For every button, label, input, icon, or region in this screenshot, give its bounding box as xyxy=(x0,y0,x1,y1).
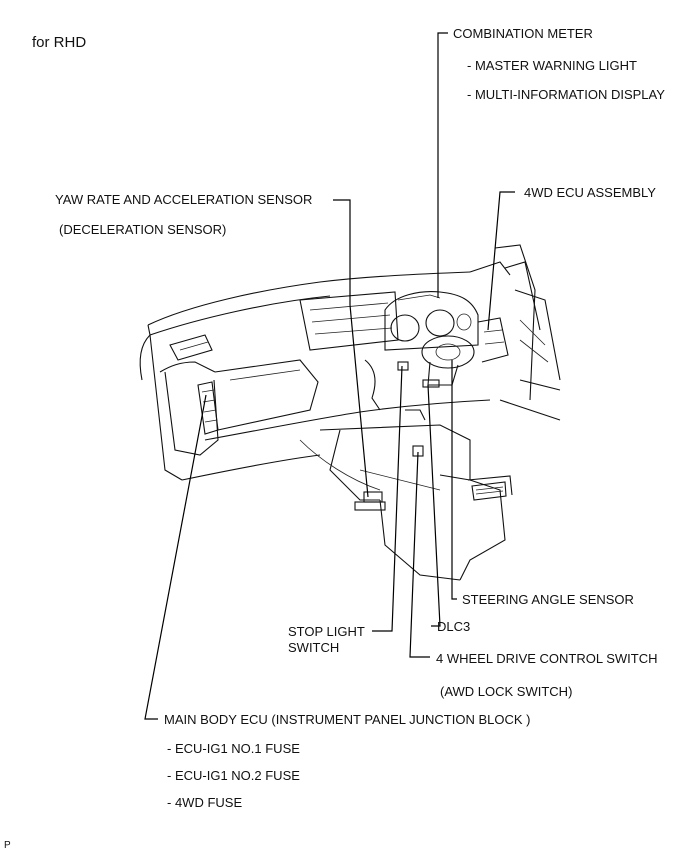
label-ecu-ig1-no2-fuse: - ECU-IG1 NO.2 FUSE xyxy=(167,768,300,783)
label-stop-light-switch-line1: STOP LIGHT xyxy=(288,624,365,639)
label-steering-angle-sensor: STEERING ANGLE SENSOR xyxy=(462,592,634,607)
leader-lines xyxy=(144,32,515,720)
label-ecu-ig1-no1-fuse: - ECU-IG1 NO.1 FUSE xyxy=(167,741,300,756)
dashboard-drawing xyxy=(139,244,561,581)
label-dlc3: DLC3 xyxy=(437,619,471,634)
label-stop-light-switch-line2: SWITCH xyxy=(288,640,340,655)
corner-mark: P xyxy=(4,840,11,851)
label-master-warning-light: - MASTER WARNING LIGHT xyxy=(467,58,637,73)
label-awd-lock-switch: (AWD LOCK SWITCH) xyxy=(440,684,573,699)
label-4wd-fuse: - 4WD FUSE xyxy=(167,795,243,810)
label-multi-information-display: - MULTI-INFORMATION DISPLAY xyxy=(467,87,665,102)
label-combination-meter: COMBINATION METER xyxy=(453,26,593,41)
label-yaw-rate-sensor: YAW RATE AND ACCELERATION SENSOR xyxy=(55,192,313,207)
label-4-wheel-drive-control-switch: 4 WHEEL DRIVE CONTROL SWITCH xyxy=(436,651,658,666)
label-4wd-ecu-assembly: 4WD ECU ASSEMBLY xyxy=(524,185,656,200)
label-main-body-ecu: MAIN BODY ECU (INSTRUMENT PANEL JUNCTION… xyxy=(164,712,531,727)
label-deceleration-sensor: (DECELERATION SENSOR) xyxy=(59,222,227,237)
variant-label: for RHD xyxy=(32,34,87,51)
